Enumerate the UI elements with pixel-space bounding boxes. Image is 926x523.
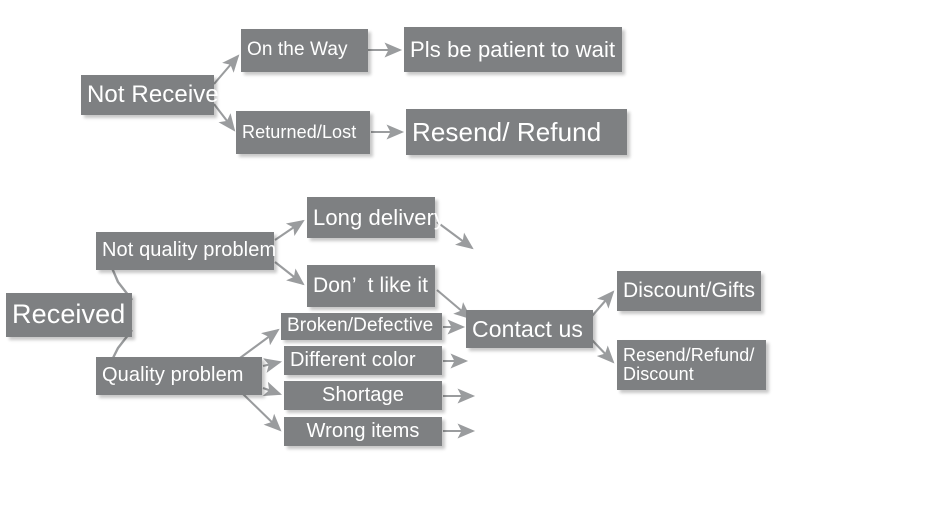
edge-contactus-discountgifts xyxy=(591,290,615,317)
node-broken-defective-label: Broken/Defective xyxy=(287,315,434,337)
edge-quality-brokendefective xyxy=(239,328,280,359)
node-resend-refund-discount-line1: Resend/Refund/ xyxy=(623,344,755,365)
node-contact-us[interactable]: Contact us xyxy=(466,310,593,348)
node-discount-gifts-label: Discount/Gifts xyxy=(623,278,756,302)
node-quality-problem[interactable]: Quality problem xyxy=(96,357,262,395)
node-long-delivery[interactable]: Long delivery xyxy=(307,197,445,238)
node-contact-us-label: Contact us xyxy=(472,315,583,342)
node-not-quality-problem[interactable]: Not quality problem xyxy=(96,232,277,270)
edge-quality-wrongitems xyxy=(242,393,282,432)
edge-notquality-dontlikeit xyxy=(274,261,305,286)
edge-contactus-resendrefunddiscount xyxy=(591,339,615,364)
edge-notquality-longdelivery xyxy=(274,219,305,241)
node-wrong-items[interactable]: Wrong items xyxy=(284,417,442,446)
node-shortage-label: Shortage xyxy=(322,383,404,406)
node-on-the-way[interactable]: On the Way xyxy=(241,29,368,72)
node-resend-refund[interactable]: Resend/ Refund xyxy=(406,109,627,155)
node-long-delivery-label: Long delivery xyxy=(313,204,446,230)
node-pls-be-patient-to-wait[interactable]: Pls be patient to wait xyxy=(404,27,622,72)
node-wrong-items-label: Wrong items xyxy=(306,419,420,442)
node-resend-refund-discount-line2: Discount xyxy=(623,364,694,384)
edge-quality-differentcolor xyxy=(262,358,283,373)
node-different-color-label: Different color xyxy=(290,348,416,371)
node-shortage[interactable]: Shortage xyxy=(284,381,442,410)
node-dont-like-it-label: Don’ t like it xyxy=(313,273,429,297)
node-discount-gifts[interactable]: Discount/Gifts xyxy=(617,271,761,311)
node-broken-defective[interactable]: Broken/Defective xyxy=(281,313,442,340)
node-not-received-label: Not Received xyxy=(87,81,233,109)
node-returned-lost[interactable]: Returned/Lost xyxy=(236,111,370,154)
node-received-label: Received xyxy=(12,299,126,330)
node-resend-refund-discount[interactable]: Resend/Refund/ Discount xyxy=(617,340,766,390)
node-not-received[interactable]: Not Received xyxy=(81,75,232,115)
edge-quality-shortage xyxy=(262,381,282,396)
node-resend-refund-label: Resend/ Refund xyxy=(412,116,602,147)
node-on-the-way-label: On the Way xyxy=(247,39,348,61)
edge-notreceived-ontheway xyxy=(213,54,240,85)
node-not-quality-problem-label: Not quality problem xyxy=(102,239,277,262)
node-pls-be-patient-to-wait-label: Pls be patient to wait xyxy=(410,36,616,62)
node-quality-problem-label: Quality problem xyxy=(102,364,244,387)
node-received[interactable]: Received xyxy=(6,293,132,337)
node-returned-lost-label: Returned/Lost xyxy=(242,121,357,142)
node-different-color[interactable]: Different color xyxy=(284,346,442,375)
node-dont-like-it[interactable]: Don’ t like it xyxy=(307,265,435,307)
